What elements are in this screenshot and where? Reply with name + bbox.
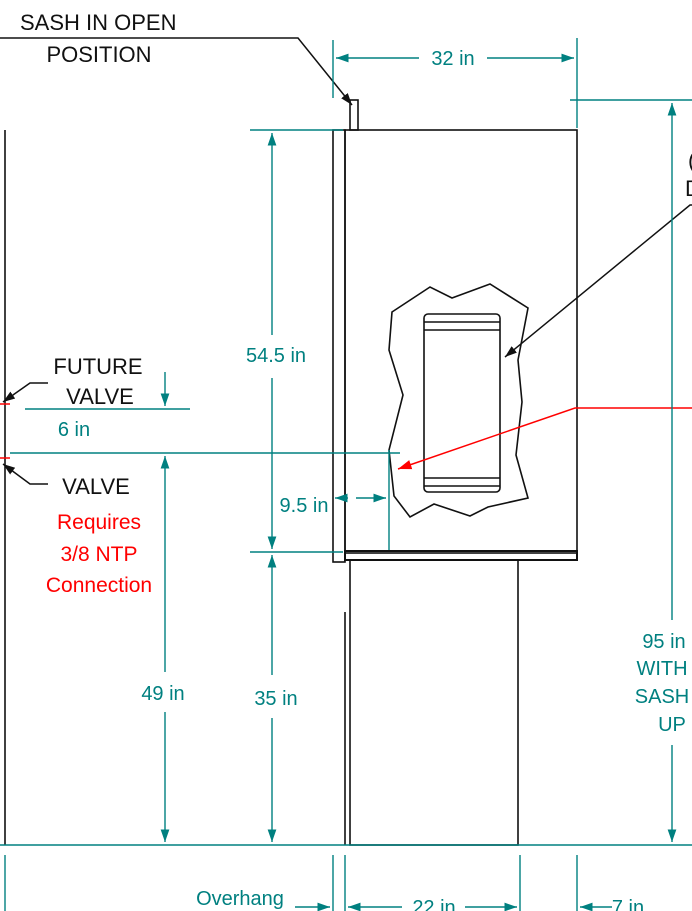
leader-lines [0,37,692,485]
sash-open-label-2: POSITION [46,42,151,67]
sash-handle [349,99,359,131]
dim-32-text: 32 in [431,48,474,70]
requires-label-1: Requires [57,511,141,534]
service-leader [0,403,692,470]
dim-22-text: 22 in [412,897,455,911]
hood-cabinet [344,129,578,554]
callout-text: SASH IN OPEN POSITION ( D FUTURE VALVE V… [20,10,692,910]
base-cabinet [349,559,519,846]
height-note-2: WITH [636,658,687,680]
dimension-lines [0,38,692,911]
height-note-3: SASH [635,686,689,708]
future-valve-label-2: VALVE [66,384,134,409]
dimension-text: 32 in 54.5 in 6 in 9.5 in 49 in 35 in 22… [58,48,644,911]
overhang-label: Overhang [196,888,284,910]
future-valve-label-1: FUTURE [53,354,142,379]
requires-label-2: 3/8 NTP [60,543,137,566]
dim-54-5-text: 54.5 in [246,345,306,367]
sash-frame [332,129,346,563]
valve-label: VALVE [62,474,130,499]
internal-fixture [423,313,501,493]
sash-leader [0,37,353,106]
dim-6-text: 6 in [58,419,90,441]
dim-49-text: 49 in [141,683,184,705]
service-leader-line [397,407,692,470]
hood-outline [4,99,578,846]
cutaway-break-outline [388,283,529,519]
height-note-4: UP [658,714,686,736]
right-partial-label-2: D [685,176,692,201]
right-label-leader [504,204,692,358]
sash-open-label-1: SASH IN OPEN [20,10,176,35]
dim-35-text: 35 in [254,688,297,710]
dim-7-text: 7 in [612,897,644,911]
requires-label-3: Connection [46,574,152,597]
right-partial-label-1: ( [688,148,692,173]
valve-leader [2,463,48,485]
dim-9-5-text: 9.5 in [280,495,329,517]
height-note-1: 95 in [642,631,685,653]
future-valve-leader [2,382,48,403]
